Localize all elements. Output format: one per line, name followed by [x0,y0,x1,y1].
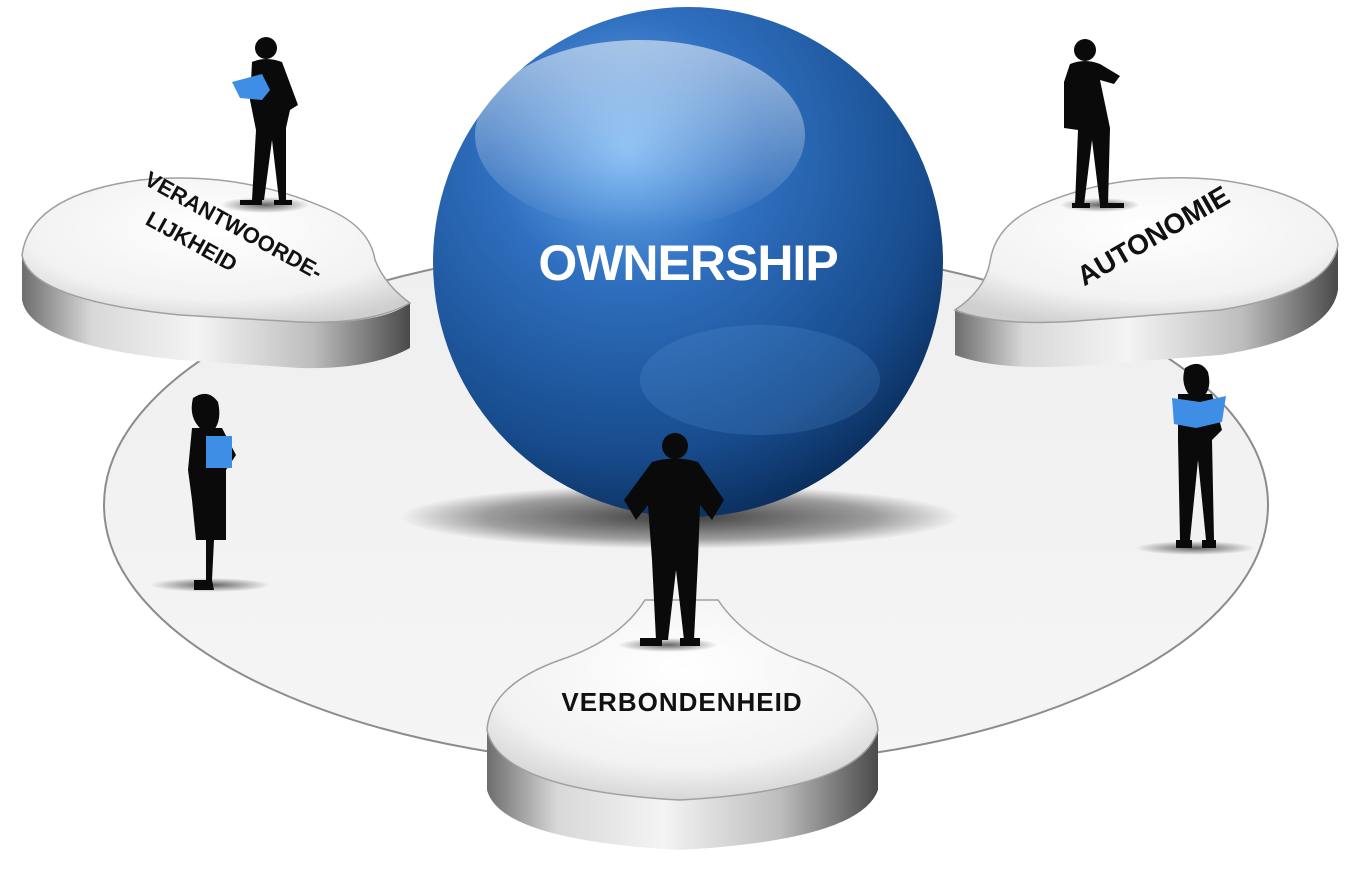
woman-with-folder-icon [1172,363,1226,548]
ownership-sphere [433,7,943,517]
platform-right [953,177,1339,368]
person-on-phone-icon [1064,39,1124,208]
woman-with-folder-icon [188,393,236,590]
platform-bottom-label: VERBONDENHEID [561,687,802,717]
platform-bottom [486,599,879,850]
person-with-folder-icon [232,37,298,205]
center-label: OWNERSHIP [538,235,837,291]
man-hands-on-hips-icon [624,433,724,646]
